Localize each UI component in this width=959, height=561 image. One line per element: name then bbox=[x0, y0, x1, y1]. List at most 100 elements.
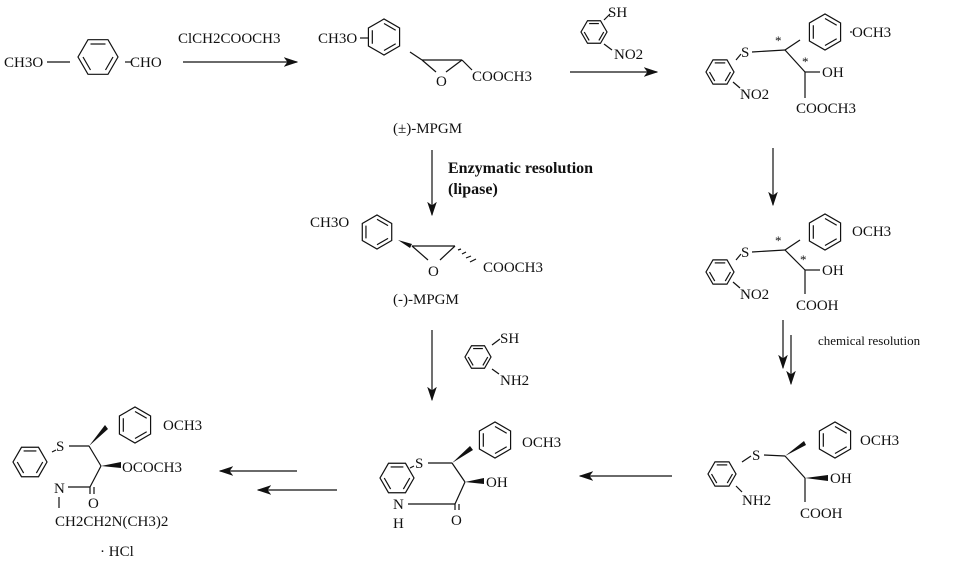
oh-label: OH bbox=[822, 263, 844, 279]
double-bond bbox=[824, 38, 837, 47]
chemical-resolution-label: chemical resolution bbox=[818, 333, 921, 348]
double-bond bbox=[708, 271, 716, 282]
double-bond bbox=[467, 356, 474, 366]
och3-label: OCH3 bbox=[522, 435, 561, 451]
h-label: H bbox=[393, 516, 404, 532]
nitro-thioether-ester: S * * OH COOCH3 OCH3 NO2 bbox=[732, 25, 891, 117]
cooch3-label: COOCH3 bbox=[796, 101, 856, 117]
lipase-label: (lipase) bbox=[448, 181, 498, 198]
double-bond bbox=[376, 237, 389, 246]
double-bond bbox=[708, 71, 716, 82]
och3-label: OCH3 bbox=[163, 418, 202, 434]
stereo-star: * bbox=[775, 233, 782, 248]
oh-label: OH bbox=[830, 471, 852, 487]
double-bond bbox=[724, 271, 732, 282]
racemic-label: (±)-MPGM bbox=[393, 121, 462, 137]
anisaldehyde: CH3O CHO bbox=[4, 55, 162, 71]
double-bond bbox=[724, 71, 732, 82]
oh-label: OH bbox=[486, 475, 508, 491]
benzene-ring bbox=[808, 13, 842, 51]
double-bond bbox=[104, 56, 114, 71]
cooh-label: COOH bbox=[796, 298, 839, 314]
nh2-label: NH2 bbox=[500, 373, 529, 389]
no2-label: NO2 bbox=[740, 87, 769, 103]
n-label: N bbox=[393, 497, 404, 513]
cooh-label: COOH bbox=[800, 506, 843, 522]
double-bond bbox=[834, 425, 847, 434]
och3-label: OCH3 bbox=[852, 25, 891, 41]
double-bond bbox=[494, 446, 507, 455]
s-label: S bbox=[752, 448, 760, 464]
double-bond bbox=[402, 477, 411, 490]
benzene-ring bbox=[705, 59, 735, 85]
double-bond bbox=[834, 446, 847, 455]
benzothiazepinone: S OH O N H OCH3 bbox=[393, 435, 561, 532]
epoxide-o: O bbox=[436, 74, 447, 90]
reagent-step1: ClCH2COOCH3 bbox=[178, 31, 281, 47]
benzene-ring bbox=[808, 213, 842, 251]
double-bond bbox=[824, 17, 837, 26]
no2-label: NO2 bbox=[740, 287, 769, 303]
benzene-ring bbox=[478, 421, 512, 459]
ch3o-label: CH3O bbox=[318, 31, 357, 47]
cooch3-label: COOCH3 bbox=[472, 69, 532, 85]
ch3o-label: CH3O bbox=[310, 215, 349, 231]
no2-label: NO2 bbox=[614, 47, 643, 63]
levo-label: (-)-MPGM bbox=[393, 292, 459, 308]
benzene-ring bbox=[12, 446, 48, 478]
amino-thioether-acid: S OH COOH OCH3 NH2 bbox=[735, 433, 899, 522]
sidechain-label: CH2CH2N(CH3)2 bbox=[55, 514, 168, 530]
benzene-ring bbox=[464, 345, 492, 369]
double-bond bbox=[383, 43, 396, 52]
och3-label: OCH3 bbox=[860, 433, 899, 449]
epoxide-o: O bbox=[428, 264, 439, 280]
double-bond bbox=[726, 473, 734, 484]
o-label: O bbox=[451, 513, 462, 529]
double-bond bbox=[134, 410, 147, 419]
double-bond bbox=[710, 473, 718, 484]
nitro-thioether-acid: S * * OH COOH OCH3 NO2 bbox=[732, 224, 891, 314]
double-bond bbox=[35, 461, 44, 474]
benzene-ring bbox=[367, 18, 401, 56]
n-label: N bbox=[54, 481, 65, 497]
s-label: S bbox=[56, 439, 64, 455]
nh2-label: NH2 bbox=[742, 493, 771, 509]
och3-label: OCH3 bbox=[852, 224, 891, 240]
double-bond bbox=[598, 31, 605, 41]
benzene-ring bbox=[77, 39, 119, 75]
stereo-star: * bbox=[775, 33, 782, 48]
cooch3-label: COOCH3 bbox=[483, 260, 543, 276]
double-bond bbox=[383, 477, 392, 490]
hcl-label: · HCl bbox=[100, 544, 134, 560]
double-bond bbox=[383, 22, 396, 31]
benzene-rings bbox=[12, 13, 852, 494]
cho-label: CHO bbox=[130, 55, 162, 71]
double-bond bbox=[16, 461, 25, 474]
double-bond bbox=[134, 431, 147, 440]
double-bond bbox=[482, 356, 489, 366]
diltiazem-hcl: S OCOCH3 O N CH2CH2N(CH3)2 · HCl OCH3 bbox=[51, 418, 202, 560]
enzymatic-label: Enzymatic resolution bbox=[448, 160, 593, 177]
benzene-ring bbox=[361, 214, 393, 250]
s-label: S bbox=[741, 45, 749, 61]
double-bond bbox=[583, 31, 590, 41]
benzene-ring bbox=[818, 421, 852, 459]
benzene-ring bbox=[379, 462, 415, 494]
double-bond bbox=[82, 56, 92, 71]
reagent-aminothiophenol: SH NH2 bbox=[491, 331, 529, 389]
sh-label: SH bbox=[608, 5, 627, 21]
double-bond bbox=[824, 217, 837, 226]
s-label: S bbox=[415, 456, 423, 472]
benzene-ring bbox=[705, 259, 735, 285]
stereo-star: * bbox=[802, 54, 809, 69]
oh-label: OH bbox=[822, 65, 844, 81]
double-bond bbox=[494, 425, 507, 434]
stereo-star: * bbox=[800, 252, 807, 267]
s-label: S bbox=[741, 245, 749, 261]
reagent-nitrothiophenol: SH NO2 bbox=[603, 5, 643, 63]
double-bond bbox=[376, 218, 389, 227]
double-bond bbox=[824, 238, 837, 247]
racemic-mpgm: CH3O O COOCH3 (±)-MPGM bbox=[318, 31, 532, 137]
sh-label: SH bbox=[500, 331, 519, 347]
